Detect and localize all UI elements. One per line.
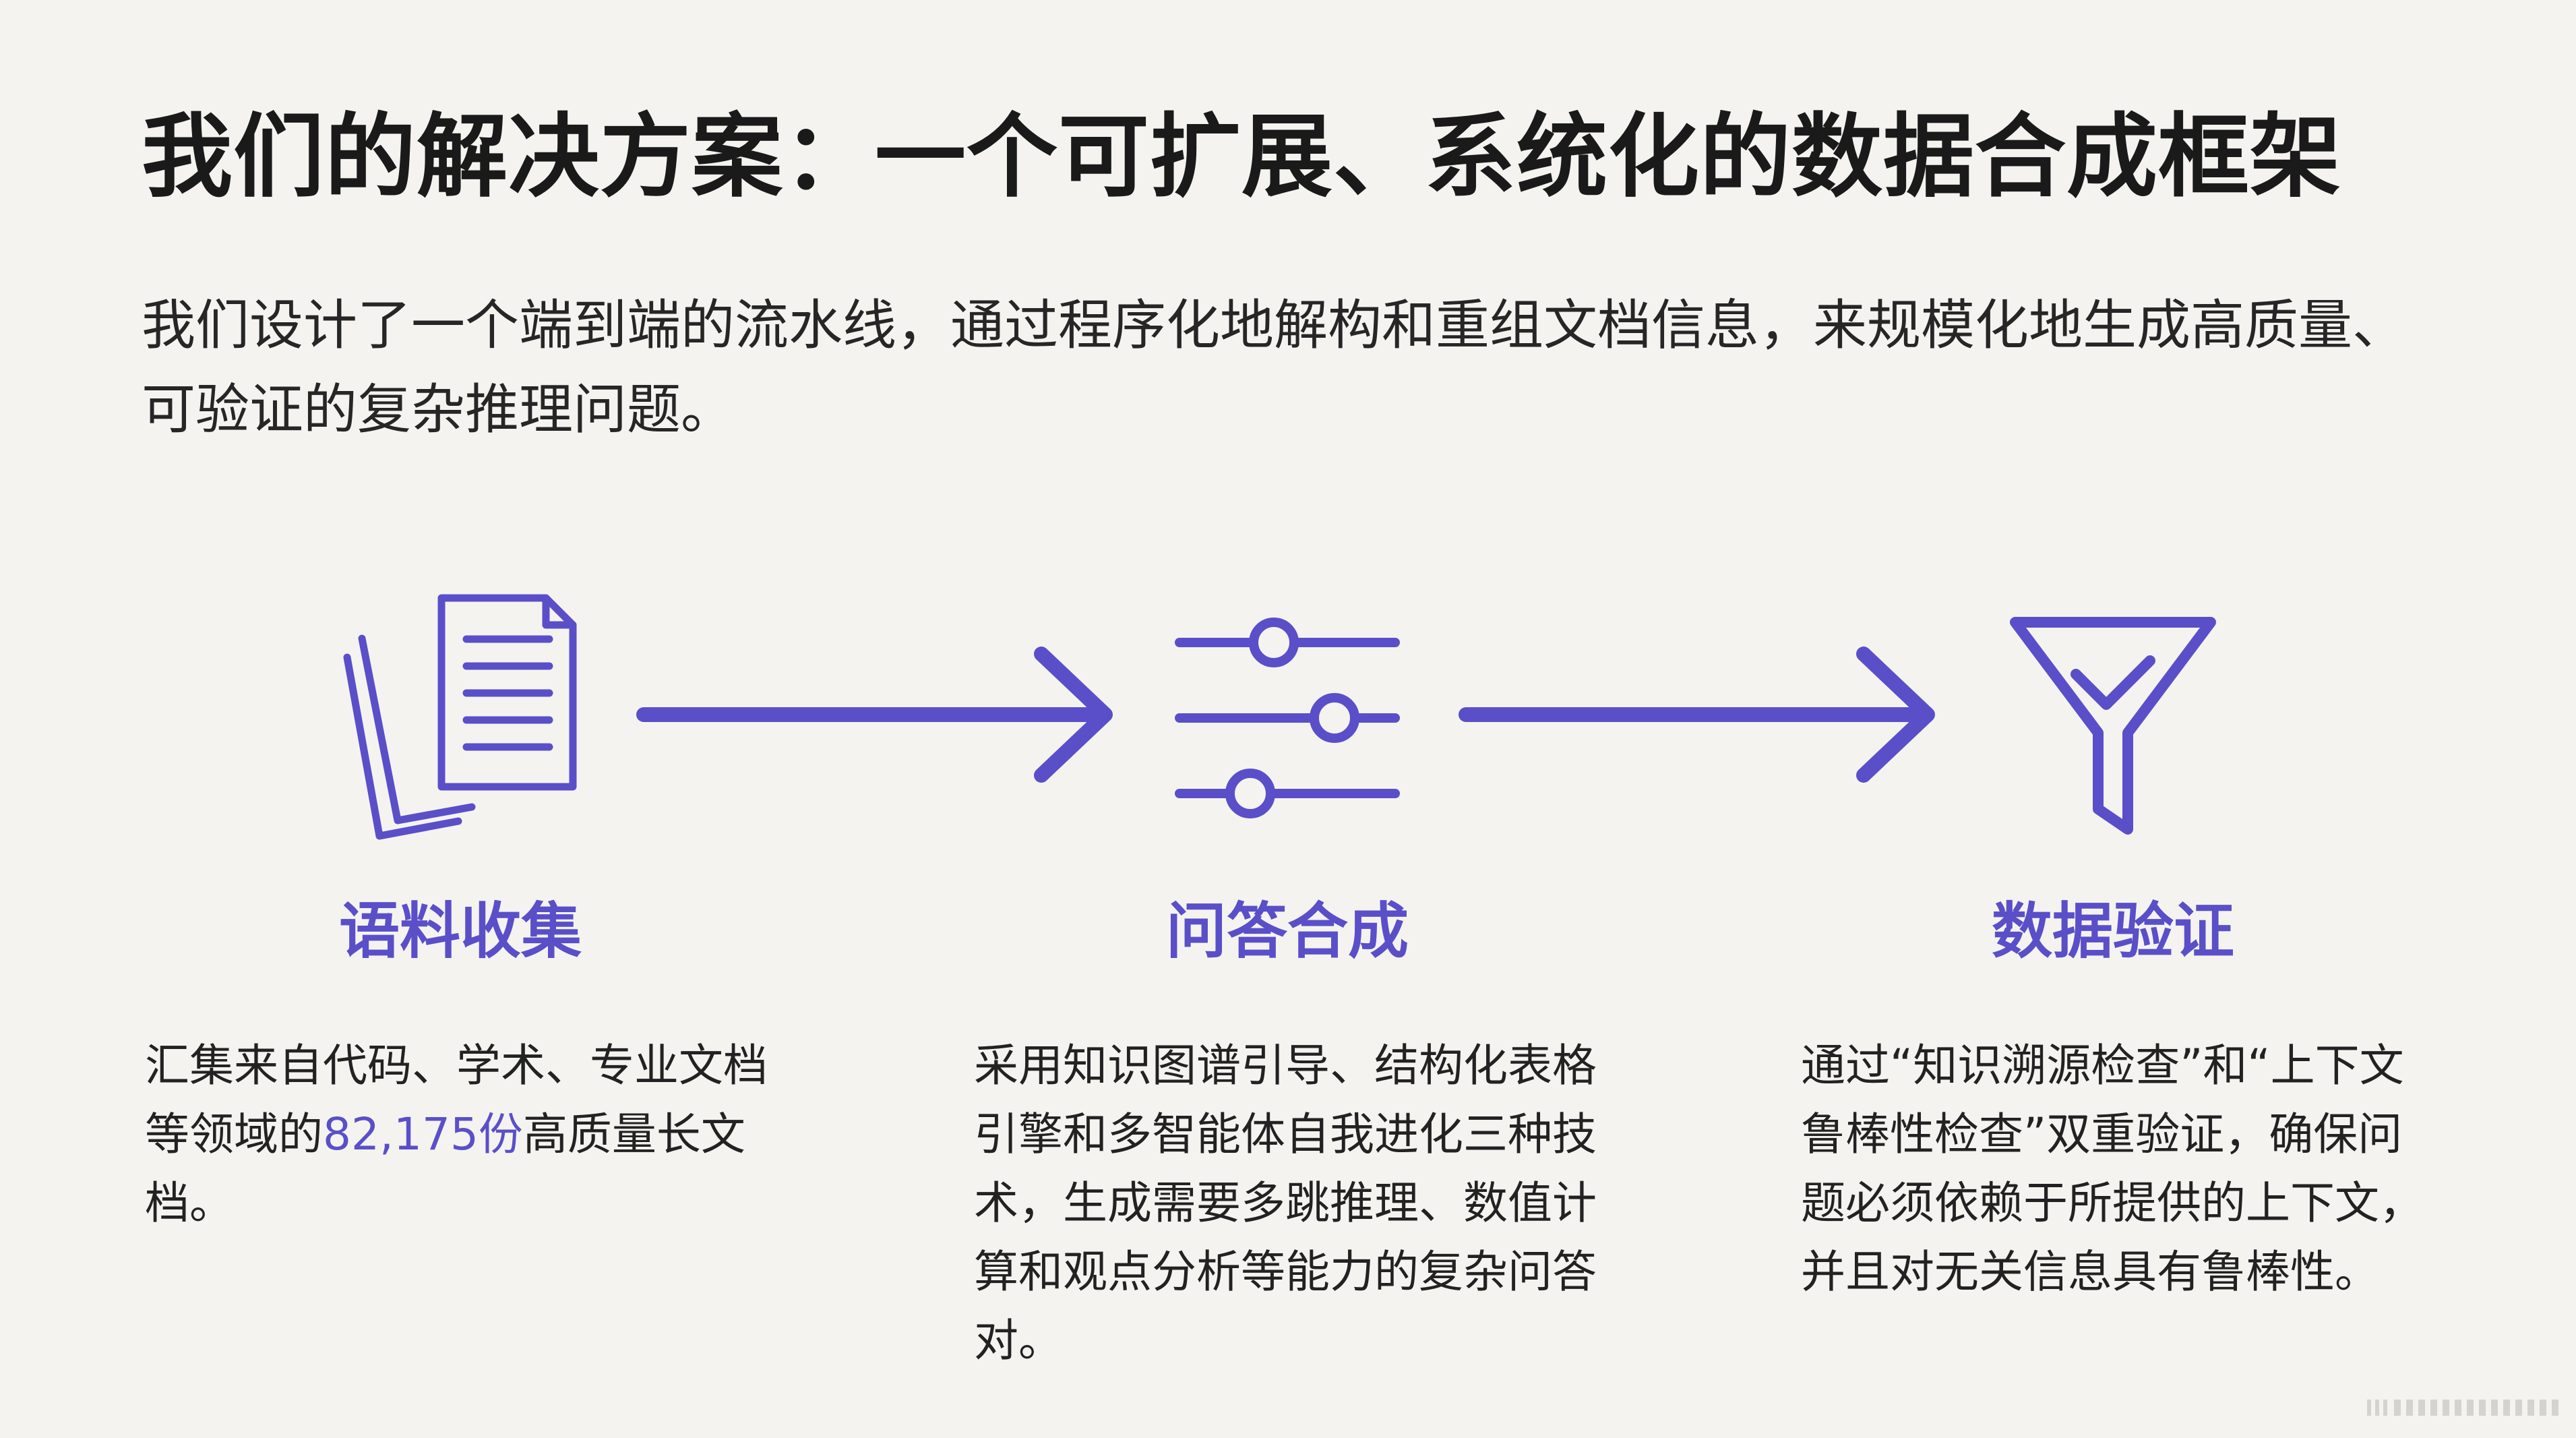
step-title-qa-synthesis: 问答合成 bbox=[1166, 896, 1409, 967]
step-desc-qa-synthesis: 采用知识图谱引导、结构化表格引擎和多智能体自我进化三种技术，生成需要多跳推理、数… bbox=[974, 1040, 1597, 1367]
arrow-right-icon bbox=[1456, 640, 1941, 789]
step-desc-corpus: 汇集来自代码、学术、专业文档等领域的82,175份高质量长文档。 bbox=[145, 1031, 778, 1238]
document-count: 82,175份 bbox=[323, 1108, 523, 1160]
step-title-corpus: 语料收集 bbox=[339, 896, 582, 967]
step-title-validation: 数据验证 bbox=[1992, 896, 2234, 967]
step-desc-corpus-tail: 高质量长文档。 bbox=[145, 1108, 745, 1229]
arrow-right-icon bbox=[634, 640, 1119, 789]
sliders-icon bbox=[1173, 610, 1402, 819]
watermark-icon bbox=[2367, 1394, 2563, 1421]
step-desc-corpus-text: 汇集来自代码、学术、专业文档等领域的 bbox=[145, 1040, 768, 1160]
funnel-check-icon bbox=[2005, 610, 2221, 839]
page-title: 我们的解决方案：一个可扩展、系统化的数据合成框架 bbox=[142, 104, 2341, 210]
page-subtitle: 我们设计了一个端到端的流水线，通过程序化地解构和重组文档信息，来规模化地生成高质… bbox=[142, 294, 2406, 441]
documents-icon bbox=[340, 590, 590, 846]
step-desc-validation: 通过“知识溯源检查”和“上下文鲁棒性检查”双重验证，确保问题必须依赖于所提供的上… bbox=[1801, 1040, 2424, 1298]
